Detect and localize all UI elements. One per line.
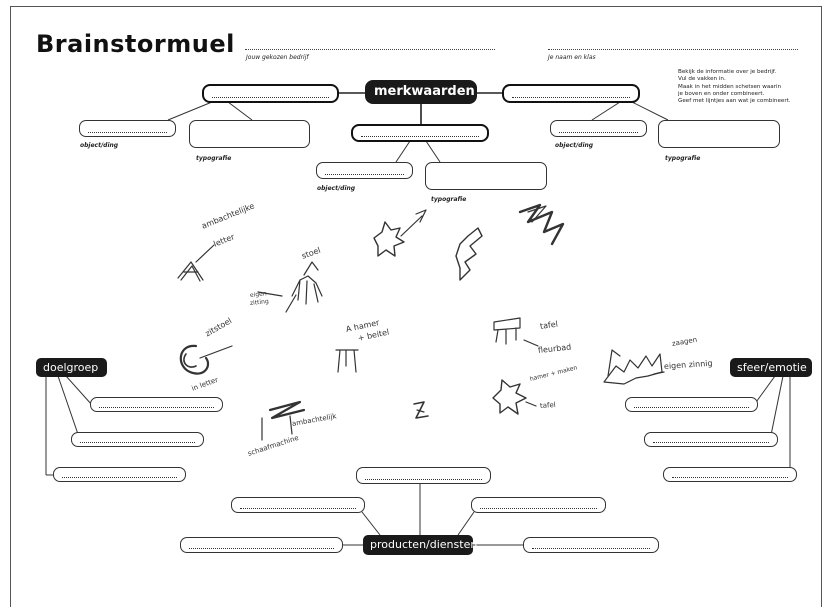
name-field[interactable] bbox=[548, 49, 798, 50]
instruction-line: Bekijk de informatie over je bedrijf. bbox=[678, 69, 777, 75]
merkwaarden-right-box[interactable] bbox=[502, 84, 640, 103]
producten-box-far-right[interactable] bbox=[523, 537, 659, 553]
instruction-line: Geef met lijntjes aan wat je combineert. bbox=[678, 98, 791, 105]
company-field[interactable] bbox=[245, 49, 495, 50]
object-box-right[interactable] bbox=[550, 120, 647, 137]
typography-box-center[interactable] bbox=[425, 162, 547, 190]
hub-merkwaarden: merkwaarden bbox=[365, 80, 477, 104]
object-caption-right: object/ding bbox=[555, 142, 594, 149]
merkwaarden-center-box[interactable] bbox=[351, 124, 489, 142]
sketch-note: tafel bbox=[539, 400, 556, 410]
name-field-label: Je naam en klas bbox=[548, 54, 596, 61]
instruction-line: Vul de vakken in. bbox=[678, 76, 726, 83]
sfeer-box-3[interactable] bbox=[663, 467, 797, 482]
object-box-center[interactable] bbox=[316, 162, 413, 179]
instruction-line: Maak in het midden schetsen waarin bbox=[678, 83, 782, 90]
instruction-line: je boven en onder combineert. bbox=[678, 90, 765, 97]
producten-box-left[interactable] bbox=[231, 497, 365, 513]
page-title: Brainstormuel bbox=[36, 30, 235, 58]
company-field-label: Jouw gekozen bedrijf bbox=[246, 54, 309, 61]
hub-sfeer-emotie: sfeer/emotie bbox=[730, 358, 812, 377]
producten-box-far-left[interactable] bbox=[180, 537, 343, 553]
sfeer-box-1[interactable] bbox=[625, 397, 758, 412]
typography-caption-center: typografie bbox=[431, 196, 467, 203]
hub-doelgroep: doelgroep bbox=[36, 358, 107, 377]
typography-box-left[interactable] bbox=[189, 120, 310, 148]
doelgroep-box-1[interactable] bbox=[90, 397, 223, 412]
hub-producten-diensten: producten/diensten bbox=[363, 535, 477, 555]
typography-caption-left: typografie bbox=[196, 155, 232, 162]
typography-caption-right: typografie bbox=[665, 155, 701, 162]
merkwaarden-left-box[interactable] bbox=[202, 84, 339, 103]
object-caption-left: object/ding bbox=[80, 142, 119, 149]
doelgroep-box-2[interactable] bbox=[71, 432, 204, 447]
typography-box-right[interactable] bbox=[658, 120, 780, 148]
producten-box-top[interactable] bbox=[356, 467, 491, 484]
page-frame bbox=[10, 6, 822, 607]
sfeer-box-2[interactable] bbox=[644, 432, 778, 447]
producten-box-right[interactable] bbox=[471, 497, 606, 513]
object-box-left[interactable] bbox=[79, 120, 176, 137]
object-caption-center: object/ding bbox=[317, 185, 356, 192]
mindmap-connectors bbox=[45, 92, 791, 546]
instructions: Bekijk de informatie over je bedrijf. Vu… bbox=[678, 69, 808, 105]
doelgroep-box-3[interactable] bbox=[53, 467, 186, 482]
